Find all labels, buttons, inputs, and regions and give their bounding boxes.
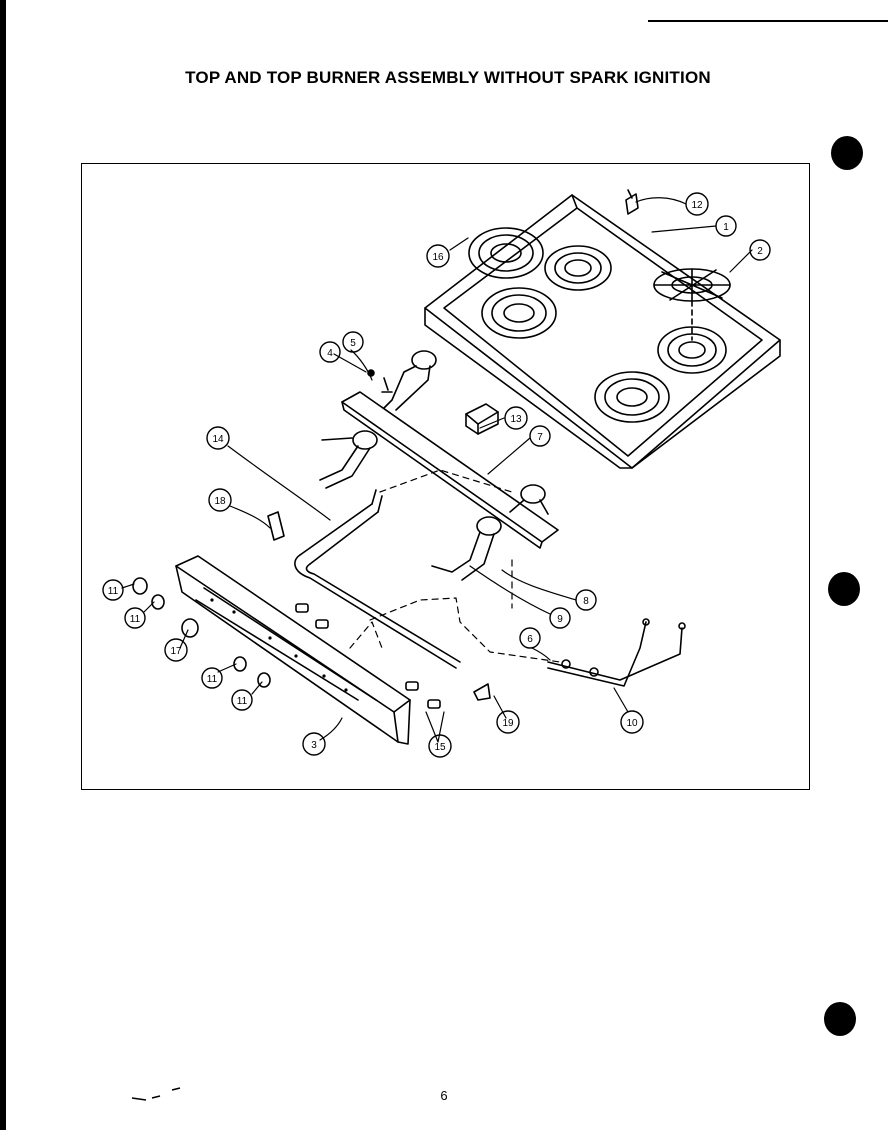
callout-1: 1 <box>723 222 729 233</box>
callout-2: 2 <box>757 246 763 257</box>
control-panel-holes <box>210 598 348 692</box>
top-burner-rear <box>383 350 437 411</box>
hinge-clip <box>625 189 639 215</box>
callout-labels: 1 2 3 4 5 6 7 8 9 10 11 11 11 11 12 13 1… <box>108 200 763 753</box>
control-knobs <box>132 577 271 688</box>
callout-circles <box>102 192 771 758</box>
burner-ring-rear-left <box>468 227 544 279</box>
callout-8: 8 <box>583 596 589 607</box>
callout-11: 11 <box>108 586 119 597</box>
callout-6: 6 <box>527 634 533 645</box>
page-number: 6 <box>440 1088 448 1103</box>
orifice-hoods <box>295 603 441 709</box>
callout-3: 3 <box>311 740 317 751</box>
callout-19: 19 <box>502 718 514 729</box>
diagram-frame <box>81 163 810 790</box>
callout-14: 14 <box>212 434 224 445</box>
callout-16: 16 <box>432 252 444 263</box>
top-burner-right <box>509 484 549 515</box>
burner-grate <box>653 268 731 341</box>
top-burner-front <box>431 516 502 581</box>
burner-ring-right-mid <box>657 326 727 374</box>
callout-10: 10 <box>626 718 638 729</box>
callout-12: 12 <box>691 200 703 211</box>
burner-ring-rear-right <box>544 245 612 291</box>
scan-top-rule <box>648 20 888 22</box>
mounting-bracket <box>267 511 285 541</box>
valve-block <box>465 403 499 435</box>
callout-11: 11 <box>130 614 141 625</box>
top-burner-left <box>319 430 378 489</box>
cooktop-panel <box>424 194 781 469</box>
punch-hole-middle <box>828 572 860 606</box>
callout-18: 18 <box>214 496 226 507</box>
screw-fasteners <box>367 369 393 393</box>
burner-ring-front-left <box>481 287 557 339</box>
control-panel <box>175 555 411 745</box>
callout-11: 11 <box>237 696 248 707</box>
gas-tubing-dashed <box>349 469 561 663</box>
burner-ring-front-right <box>594 371 670 423</box>
manifold-pipe <box>294 489 461 669</box>
callout-5: 5 <box>350 338 356 349</box>
retaining-clip <box>473 683 491 701</box>
scan-left-edge <box>0 0 6 1130</box>
callout-15: 15 <box>434 742 446 753</box>
burner-support-bracket <box>341 391 559 549</box>
gas-line-assembly <box>547 618 686 687</box>
punch-hole-top <box>831 136 863 170</box>
punch-hole-bottom <box>824 1002 856 1036</box>
callout-11: 11 <box>207 674 218 685</box>
callout-17: 17 <box>170 646 182 657</box>
callout-4: 4 <box>327 348 333 359</box>
callout-7: 7 <box>537 432 543 443</box>
leader-lines <box>121 197 753 743</box>
scan-speck-mark <box>131 1087 181 1101</box>
callout-13: 13 <box>510 414 522 425</box>
page-title: TOP AND TOP BURNER ASSEMBLY WITHOUT SPAR… <box>185 68 711 87</box>
callout-9: 9 <box>557 614 563 625</box>
